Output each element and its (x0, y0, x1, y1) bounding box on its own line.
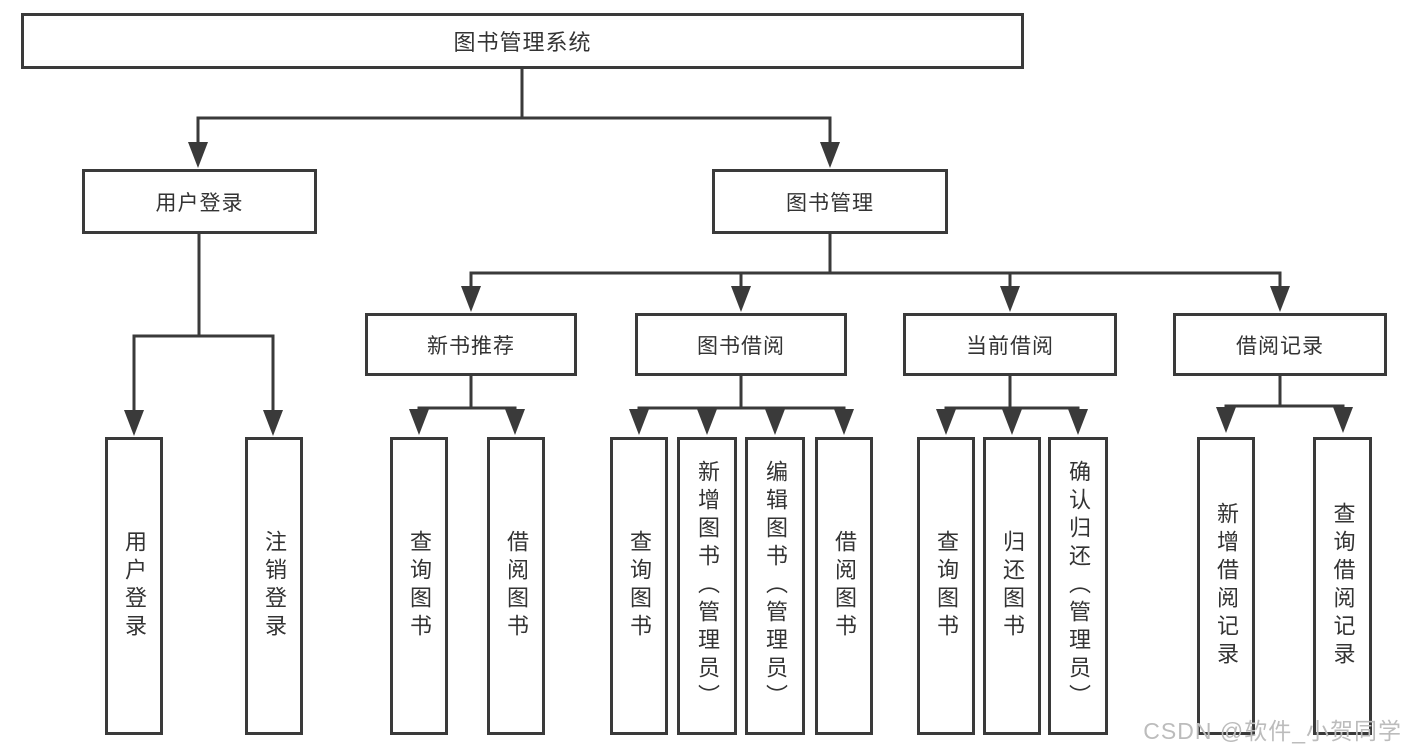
leaf-query-books-1-label: 查询图书 (407, 530, 432, 642)
edge-new-book-recommend-to-leaves (417, 375, 517, 410)
leaf-query-books-1: 查询图书 (390, 437, 448, 735)
node-book-borrow-label: 图书借阅 (697, 334, 785, 358)
node-user-login-label: 用户登录 (155, 191, 244, 215)
arrowhead-icon (629, 409, 649, 435)
leaf-borrow-books-2: 借阅图书 (815, 437, 873, 735)
leaf-edit-books-admin-label: 编辑图书（管理员） (763, 460, 788, 712)
arrowhead-icon (409, 409, 429, 435)
arrowheads (124, 142, 1353, 436)
leaf-query-books-3: 查询图书 (917, 437, 975, 735)
node-current-borrow: 当前借阅 (903, 313, 1117, 376)
leaf-borrow-books-1-label: 借阅图书 (504, 530, 529, 642)
leaf-query-books-2: 查询图书 (610, 437, 668, 735)
arrowhead-icon (461, 286, 481, 312)
leaf-return-books-label: 归还图书 (1000, 530, 1025, 642)
tree-edges (132, 68, 1345, 412)
leaf-borrow-books-1: 借阅图书 (487, 437, 545, 735)
leaf-confirm-return-admin-label: 确认归还（管理员） (1066, 460, 1091, 712)
leaf-query-borrow-record-label: 查询借阅记录 (1330, 502, 1356, 670)
arrowhead-icon (263, 410, 283, 436)
arrowhead-icon (834, 409, 854, 435)
arrowhead-icon (697, 409, 717, 435)
node-root-label: 图书管理系统 (453, 30, 592, 55)
node-new-book-recommend-label: 新书推荐 (427, 334, 515, 358)
node-borrow-records: 借阅记录 (1173, 313, 1387, 376)
arrowhead-icon (765, 409, 785, 435)
leaf-query-books-2-label: 查询图书 (627, 530, 652, 642)
leaf-user-login: 用户登录 (105, 437, 163, 735)
arrowhead-icon (124, 410, 144, 436)
node-root: 图书管理系统 (21, 13, 1024, 69)
edge-borrow-records-to-leaves (1224, 375, 1345, 408)
node-book-management: 图书管理 (712, 169, 948, 234)
edge-book-management-to-level2 (469, 233, 1282, 288)
leaf-add-books-admin-label: 新增图书（管理员） (695, 460, 720, 712)
arrowhead-icon (188, 142, 208, 168)
leaf-return-books: 归还图书 (983, 437, 1041, 735)
leaf-edit-books-admin: 编辑图书（管理员） (745, 437, 805, 735)
leaf-confirm-return-admin: 确认归还（管理员） (1048, 437, 1108, 735)
node-current-borrow-label: 当前借阅 (966, 334, 1054, 358)
node-new-book-recommend: 新书推荐 (365, 313, 577, 376)
watermark: CSDN @软件_小贺同学 (1143, 718, 1402, 744)
edge-book-borrow-to-leaves (637, 375, 846, 410)
edge-current-borrow-to-leaves (944, 375, 1080, 410)
leaf-query-borrow-record: 查询借阅记录 (1313, 437, 1372, 735)
arrowhead-icon (1068, 409, 1088, 435)
node-borrow-records-label: 借阅记录 (1236, 334, 1324, 358)
leaf-add-borrow-record-label: 新增借阅记录 (1214, 502, 1239, 670)
node-book-borrow: 图书借阅 (635, 313, 847, 376)
leaf-add-borrow-record: 新增借阅记录 (1197, 437, 1255, 735)
leaf-add-books-admin: 新增图书（管理员） (677, 437, 737, 735)
leaf-logout: 注销登录 (245, 437, 303, 735)
edge-root-to-level1 (196, 68, 832, 144)
arrowhead-icon (1270, 286, 1290, 312)
arrowhead-icon (936, 409, 956, 435)
leaf-query-books-3-label: 查询图书 (934, 530, 959, 642)
arrowhead-icon (1333, 407, 1353, 433)
edge-user-login-to-leaves (132, 233, 275, 412)
leaf-user-login-label: 用户登录 (122, 530, 147, 642)
arrowhead-icon (1000, 286, 1020, 312)
node-user-login: 用户登录 (82, 169, 317, 234)
arrowhead-icon (820, 142, 840, 168)
leaf-borrow-books-2-label: 借阅图书 (832, 530, 857, 642)
leaf-logout-label: 注销登录 (262, 530, 287, 642)
arrowhead-icon (731, 286, 751, 312)
arrowhead-icon (1002, 409, 1022, 435)
arrowhead-icon (505, 409, 525, 435)
node-book-management-label: 图书管理 (786, 191, 874, 215)
arrowhead-icon (1216, 407, 1236, 433)
